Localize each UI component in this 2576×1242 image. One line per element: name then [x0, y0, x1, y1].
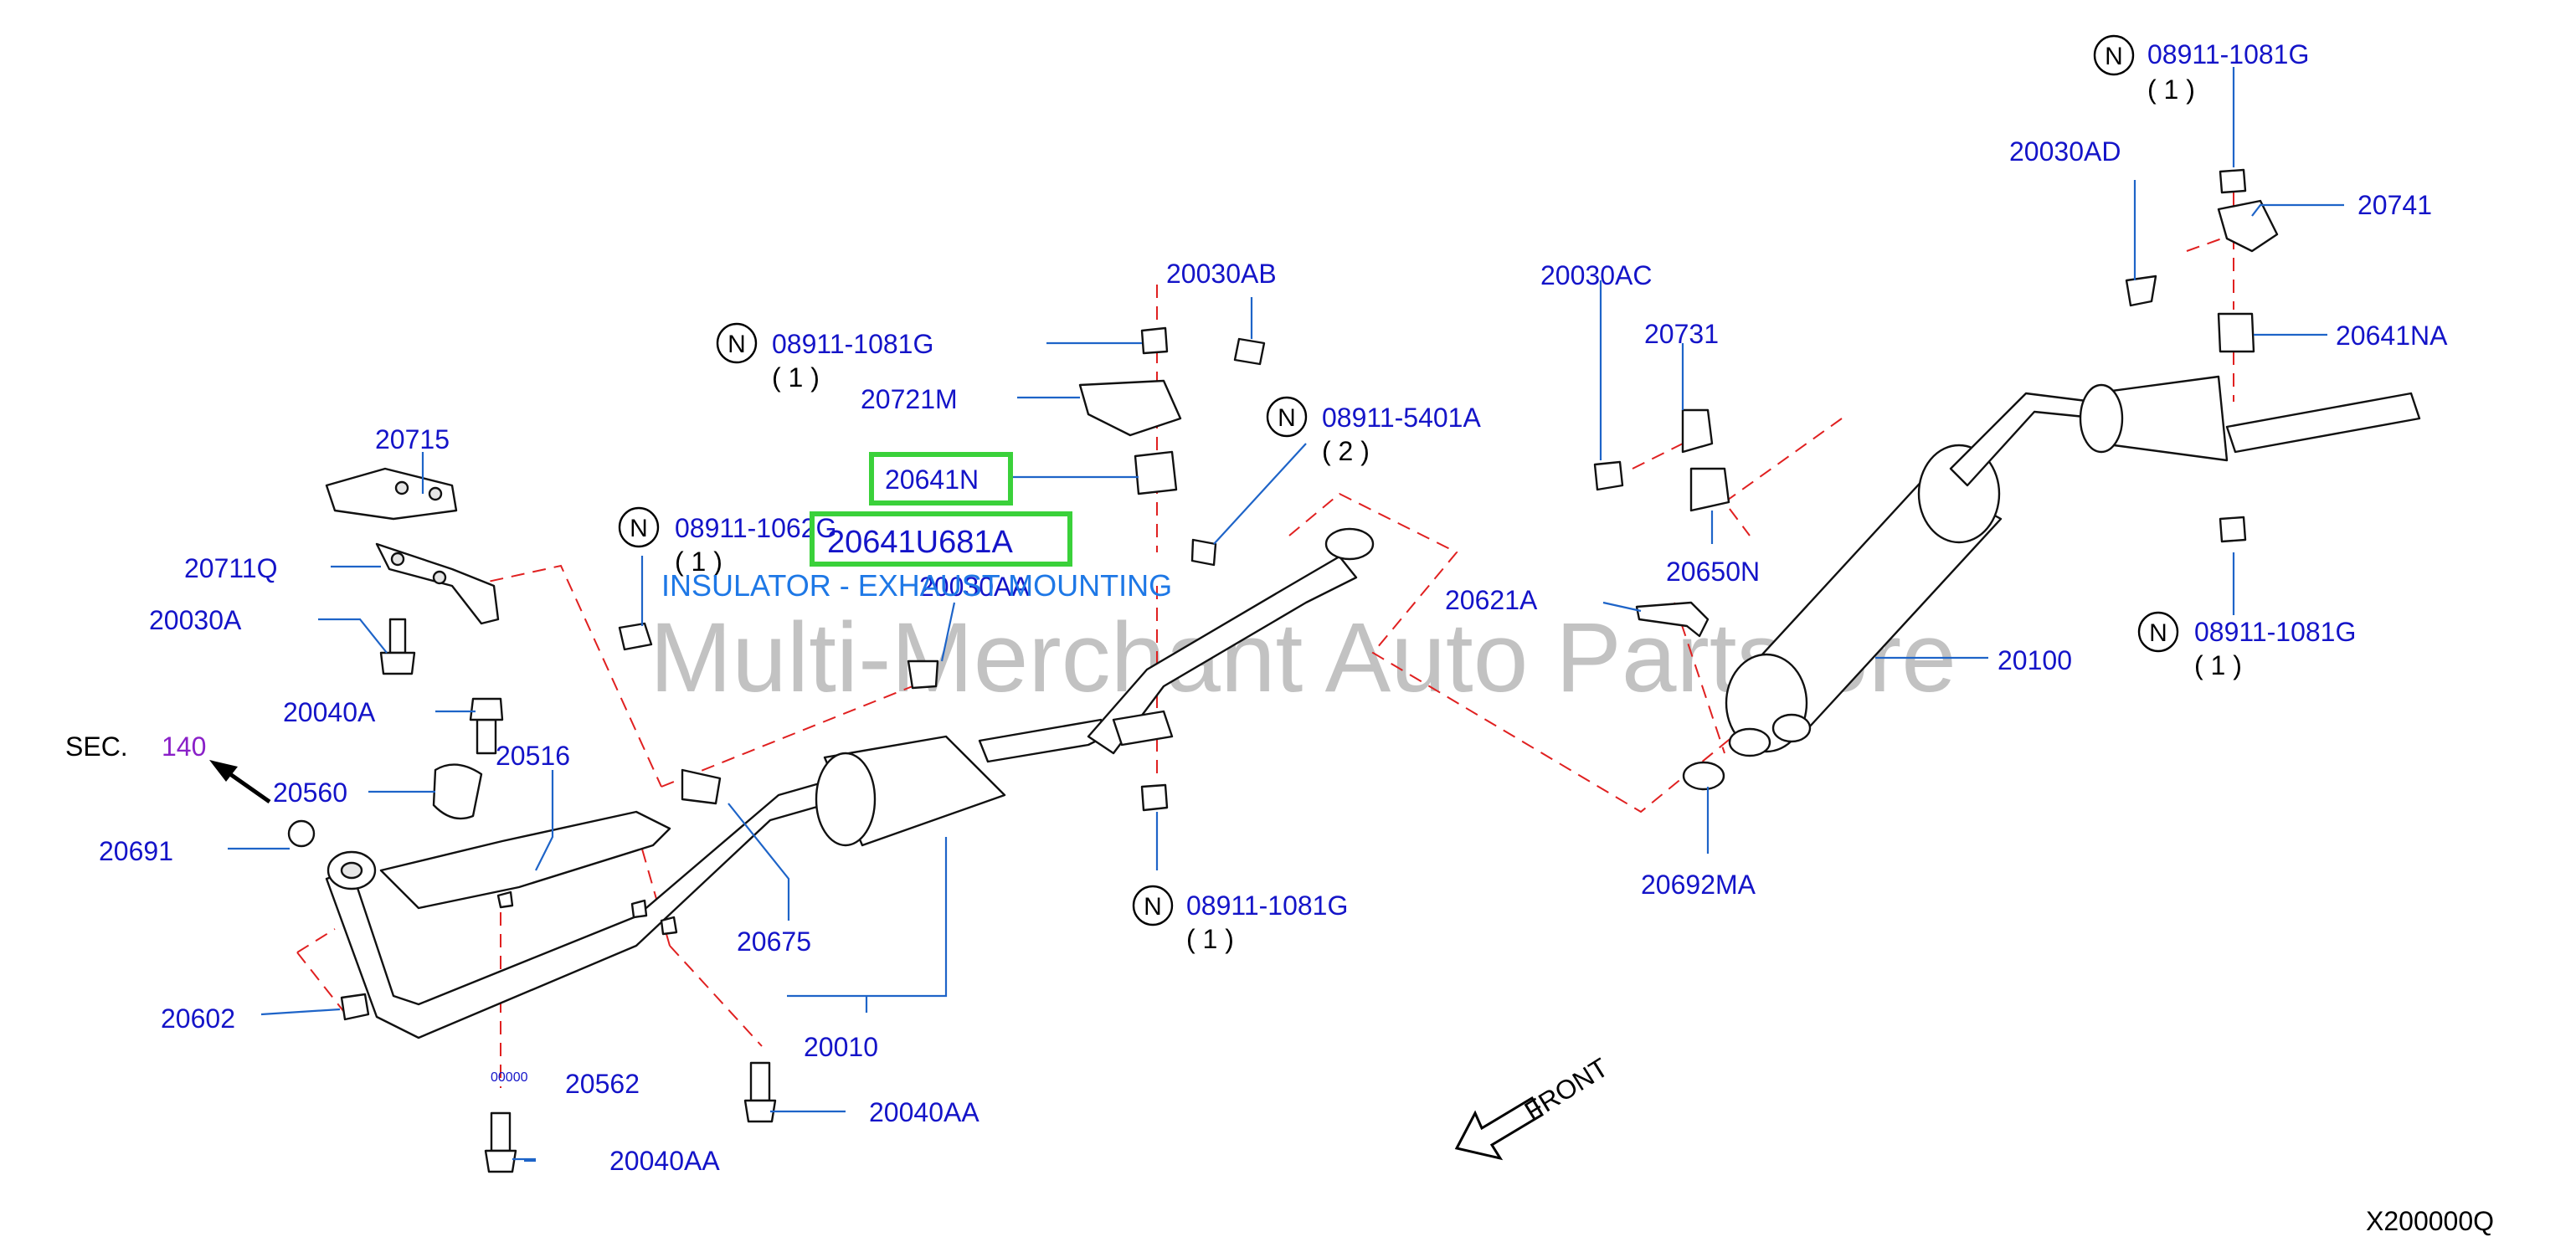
- part-label-20650n[interactable]: 20650N: [1666, 557, 1760, 587]
- part-label-20030ab[interactable]: 20030AB: [1166, 259, 1277, 289]
- part-labels: 20715 20711Q 20030A 20040A 20560 20516 2…: [99, 39, 2448, 1176]
- front-indicator: FRONT: [1454, 1052, 1614, 1161]
- part-label-20562[interactable]: 20562: [565, 1069, 640, 1099]
- part-label-20641u681a[interactable]: 20641U681A: [827, 525, 1014, 560]
- n-symbol: N: [2105, 43, 2123, 70]
- highlight-box: [810, 511, 1072, 567]
- part-label-20711q[interactable]: 20711Q: [184, 553, 278, 583]
- part-label-20100[interactable]: 20100: [1998, 645, 2072, 675]
- highlighted-part-20641n[interactable]: 20641N: [869, 452, 1013, 506]
- n-symbol: N: [630, 515, 648, 542]
- n-marker-1081g-a: N: [716, 322, 758, 364]
- part-label-20030a[interactable]: 20030A: [149, 605, 242, 635]
- part-label-20030ad[interactable]: 20030AD: [2009, 136, 2121, 167]
- part-label-20040aa-mid[interactable]: 20040AA: [869, 1097, 979, 1127]
- section-reference[interactable]: SEC. 140: [65, 731, 271, 804]
- small-hardware: [287, 168, 2279, 1173]
- part-label-20040aa-left[interactable]: 20040AA: [609, 1146, 720, 1176]
- n-marker-1081g-d: N: [2093, 34, 2135, 76]
- quantity-1081g-d: ( 1 ): [2147, 74, 2195, 105]
- front-arrow-icon: [1454, 1096, 1545, 1161]
- n-marker-1081g-b: N: [1132, 885, 1174, 926]
- part-label-20641na[interactable]: 20641NA: [2336, 321, 2448, 351]
- front-exhaust-tube: [325, 777, 839, 1039]
- part-label-08911-1081g-a[interactable]: 08911-1081G: [772, 329, 933, 359]
- part-label-20040a[interactable]: 20040A: [283, 697, 376, 727]
- n-symbol: N: [1278, 404, 1296, 432]
- part-label-20560[interactable]: 20560: [273, 778, 347, 808]
- part-label-20721m[interactable]: 20721M: [861, 384, 958, 414]
- section-prefix: SEC.: [65, 731, 128, 762]
- n-symbol: N: [2149, 619, 2167, 647]
- part-label-20691[interactable]: 20691: [99, 836, 173, 866]
- quantity-1081g-a: ( 1 ): [772, 362, 820, 393]
- center-muffler: [815, 527, 1375, 847]
- diagram-code: X200000Q: [2366, 1206, 2494, 1236]
- n-symbol: N: [728, 331, 746, 358]
- front-label: FRONT: [1519, 1052, 1614, 1127]
- part-label-20516[interactable]: 20516: [496, 741, 570, 771]
- part-label-20602[interactable]: 20602: [161, 1003, 235, 1034]
- n-markers: N N N N N N: [618, 34, 2179, 926]
- part-label-20715[interactable]: 20715: [375, 424, 450, 454]
- n-marker-5401a: N: [1266, 396, 1308, 438]
- part-label-20562-small: 00000: [491, 1070, 528, 1085]
- part-label-08911-1081g-b[interactable]: 08911-1081G: [1186, 890, 1348, 921]
- part-label-20692ma[interactable]: 20692MA: [1641, 870, 1756, 900]
- n-marker-1081g-c: N: [2137, 611, 2179, 653]
- part-label-20641n[interactable]: 20641N: [885, 464, 979, 495]
- part-label-20741[interactable]: 20741: [2357, 190, 2432, 220]
- part-label-08911-5401a[interactable]: 08911-5401A: [1322, 403, 1481, 433]
- part-label-08911-1081g-d[interactable]: 08911-1081G: [2147, 39, 2309, 69]
- section-link[interactable]: 140: [162, 731, 206, 762]
- part-label-20030ac[interactable]: 20030AC: [1540, 260, 1652, 290]
- part-label-08911-1081g-c[interactable]: 08911-1081G: [2194, 617, 2356, 647]
- arrow-head-icon: [209, 760, 238, 782]
- main-muffler: [1725, 375, 2421, 753]
- quantity-1081g-c: ( 1 ): [2194, 650, 2242, 680]
- part-label-20675[interactable]: 20675: [737, 926, 811, 957]
- quantity-1081g-b: ( 1 ): [1186, 924, 1234, 954]
- leader-lines: [228, 67, 2344, 1162]
- n-marker-1062g: N: [618, 506, 660, 548]
- highlighted-part-20641u681a[interactable]: 20641U681A: [810, 511, 1072, 567]
- quantity-5401a: ( 2 ): [1322, 436, 1370, 466]
- part-tooltip: INSULATOR - EXHAUST MOUNTING: [661, 568, 1172, 603]
- quantity-1062g: ( 1 ): [675, 547, 722, 577]
- part-label-20731[interactable]: 20731: [1644, 319, 1719, 349]
- part-label-20030aa[interactable]: 20030AA: [919, 572, 1030, 602]
- highlight-box: [869, 452, 1013, 506]
- part-label-20010[interactable]: 20010: [804, 1032, 878, 1062]
- part-label-20621a[interactable]: 20621A: [1445, 585, 1538, 615]
- n-symbol: N: [1144, 893, 1162, 921]
